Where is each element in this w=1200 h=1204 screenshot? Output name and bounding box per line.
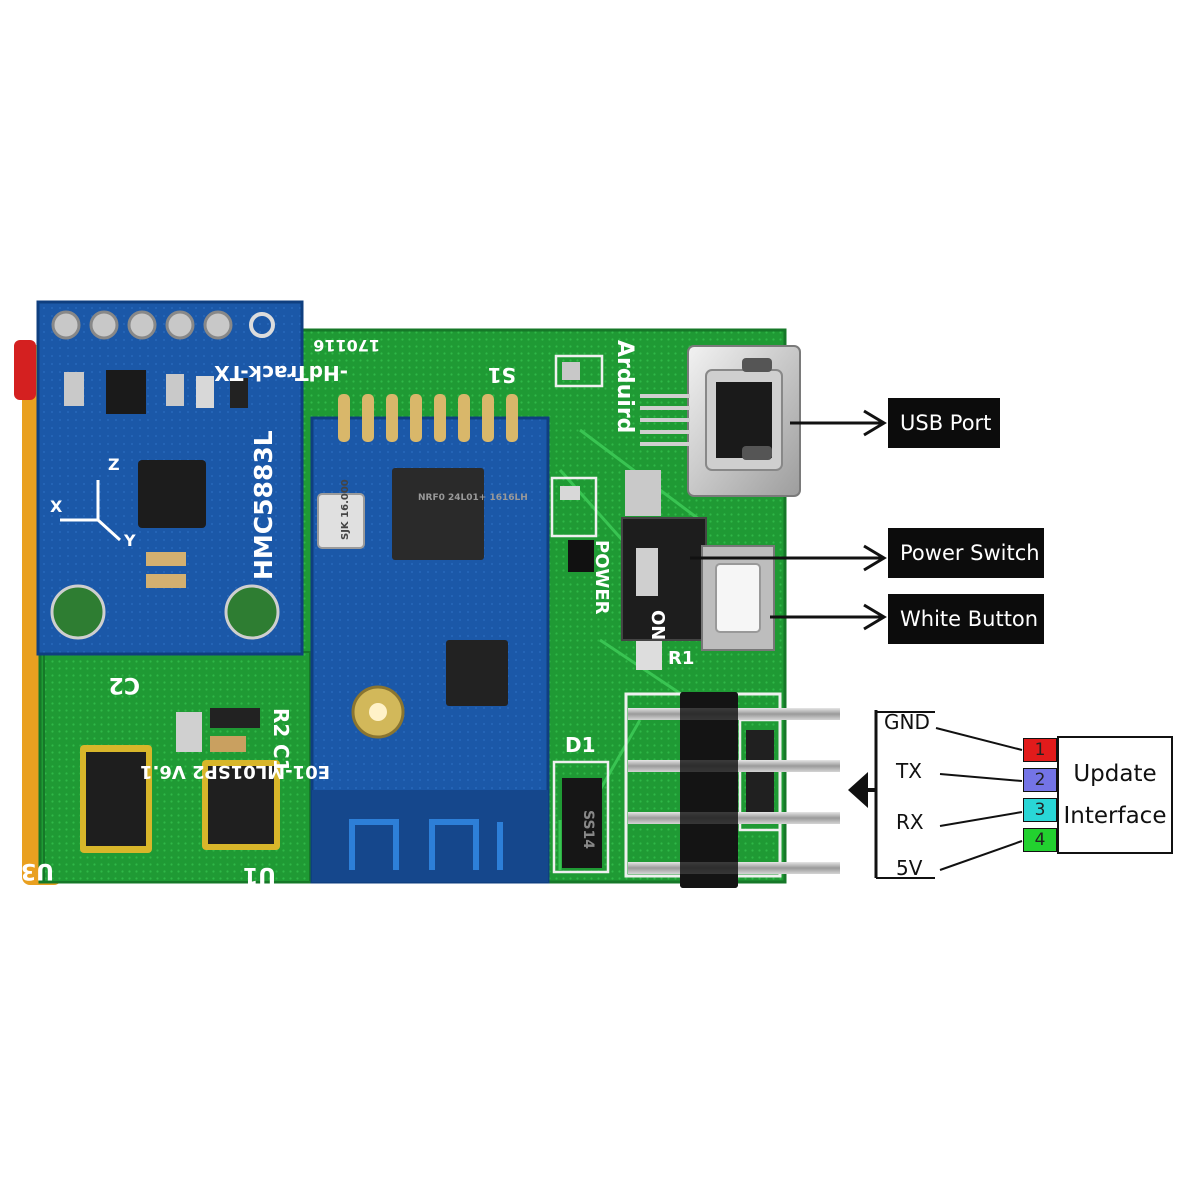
axis-z-label: Z	[108, 455, 120, 474]
pin-number-1: 1	[1023, 738, 1057, 762]
pin-number-2: 2	[1023, 768, 1057, 792]
axis-y-label: Y	[123, 531, 136, 550]
sensor-board	[43, 651, 311, 883]
power-switch-part	[621, 517, 707, 641]
c1-label: C1	[269, 744, 293, 773]
pin-number-4: 4	[1023, 828, 1057, 852]
rf-chip-label: NRF0 24L01+ 1616LH	[418, 493, 528, 503]
power-switch-label: Power Switch	[888, 528, 1044, 578]
usb-port-label: USB Port	[888, 398, 1000, 448]
ss14-label: SS14	[580, 810, 596, 849]
silkscreen-text: HMC5883L Z X Y E01-ML01SP2 V6.1 NRF0 24L…	[21, 336, 695, 887]
usb-connector	[640, 345, 801, 497]
pin-header	[624, 692, 840, 888]
board-title-label: -HdTrack-TX	[214, 361, 348, 385]
date-label: 170116	[313, 336, 380, 355]
u1-label: U1	[243, 862, 276, 887]
pin-label-5v: 5V	[896, 856, 923, 880]
pin-number-3: 3	[1023, 798, 1057, 822]
white-button-label: White Button	[888, 594, 1044, 644]
axis-x-label: X	[50, 497, 63, 516]
callout-arrows	[690, 409, 887, 631]
r2-label: R2	[269, 708, 293, 737]
rf-module	[310, 394, 550, 884]
pin-leader-lines	[935, 727, 1023, 871]
pin-label-rx: RX	[896, 810, 924, 834]
update-interface-line2: Interface	[1063, 803, 1167, 829]
d1-label: D1	[565, 733, 596, 757]
header-bracket	[848, 710, 935, 879]
c2-label: C2	[109, 672, 140, 697]
compass-module	[36, 300, 304, 656]
r1-label: R1	[668, 648, 694, 669]
on-label: ON	[647, 610, 668, 640]
rf-module-label: E01-ML01SP2 V6.1	[140, 761, 330, 782]
pin-label-tx: TX	[896, 759, 922, 783]
power-label: POWER	[591, 540, 612, 615]
update-interface-line1: Update	[1073, 761, 1157, 787]
u3-label: U3	[21, 858, 54, 883]
pin-label-gnd: GND	[884, 710, 930, 734]
white-button-part	[701, 545, 775, 651]
s1-label: S1	[488, 363, 516, 387]
brand-label: Arduird	[612, 340, 637, 433]
compass-chip-label: HMC5883L	[249, 430, 278, 580]
update-interface-box: Update Interface	[1057, 736, 1173, 854]
crystal-label: SJK 16.000	[340, 479, 351, 540]
